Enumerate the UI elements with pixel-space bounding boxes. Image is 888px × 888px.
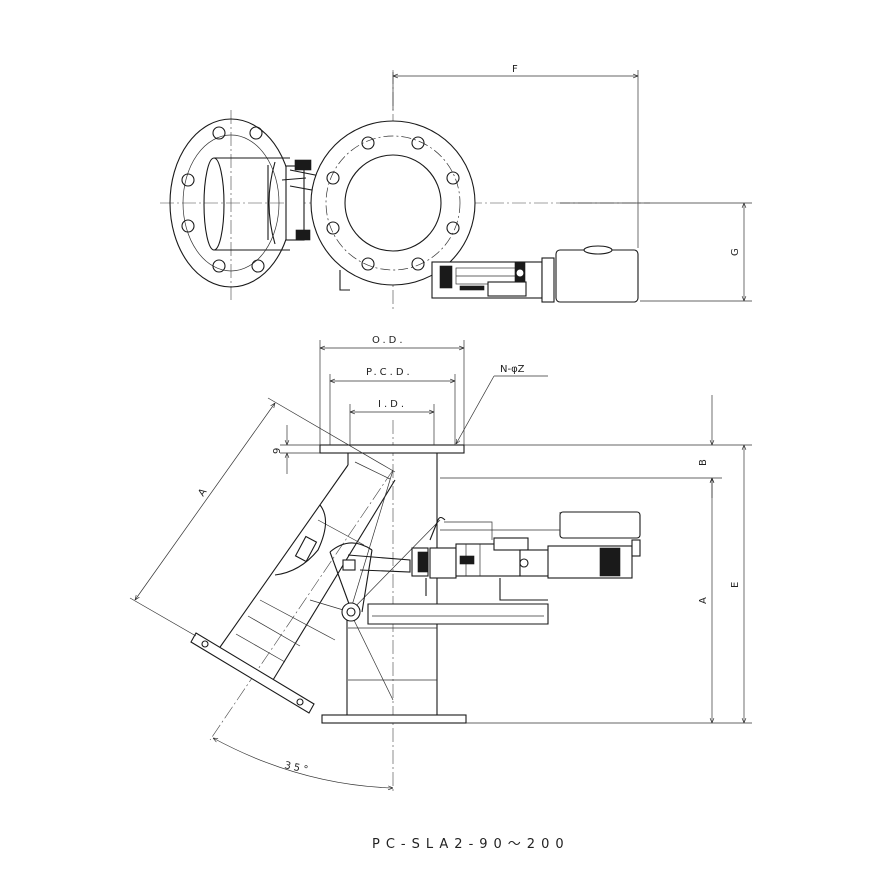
dimension-A: A: [466, 478, 752, 724]
dimension-F: F: [392, 64, 639, 248]
label-ID: I.D.: [378, 399, 407, 410]
dimension-E: E: [730, 445, 744, 723]
main-pipe: [346, 453, 438, 715]
top-flange: [319, 444, 465, 454]
dimension-B: B: [440, 395, 752, 498]
label-B: B: [698, 459, 709, 466]
dimension-PCD: P.C.D.: [329, 367, 456, 445]
dimension-G: G: [560, 202, 752, 302]
label-G: G: [730, 248, 741, 256]
dimension-9: 9: [272, 425, 320, 474]
label-F: F: [512, 64, 521, 75]
actuator-top: [339, 245, 639, 303]
branch-pipe-front: [190, 461, 396, 741]
top-view: F G: [160, 64, 752, 310]
dimension-ID: I.D.: [349, 399, 435, 445]
actuator-front: [411, 511, 641, 596]
label-angle: 35°: [283, 760, 311, 776]
front-view: O.D. P.C.D. I.D. N-φZ 9: [129, 335, 752, 792]
label-9: 9: [272, 448, 283, 454]
label-NZ: N-φZ: [500, 364, 525, 375]
model-code-caption: PC-SLA2-90～200: [372, 837, 570, 852]
label-A: A: [698, 597, 709, 604]
label-E: E: [730, 582, 741, 588]
dimension-NZ: N-φZ: [456, 364, 548, 444]
bottom-flange: [321, 714, 467, 724]
actuator-bracket: [367, 578, 549, 625]
dimension-OD: O.D.: [319, 335, 465, 445]
label-OD: O.D.: [372, 335, 406, 346]
branch-pipe: [203, 157, 290, 251]
diverter-mechanism: [274, 469, 446, 701]
dimension-A-diagonal: A: [129, 397, 396, 637]
label-A-diagonal: A: [196, 487, 209, 499]
dimension-angle: 35°: [213, 738, 393, 788]
main-flange: [310, 120, 476, 286]
label-PCD: P.C.D.: [366, 367, 413, 378]
